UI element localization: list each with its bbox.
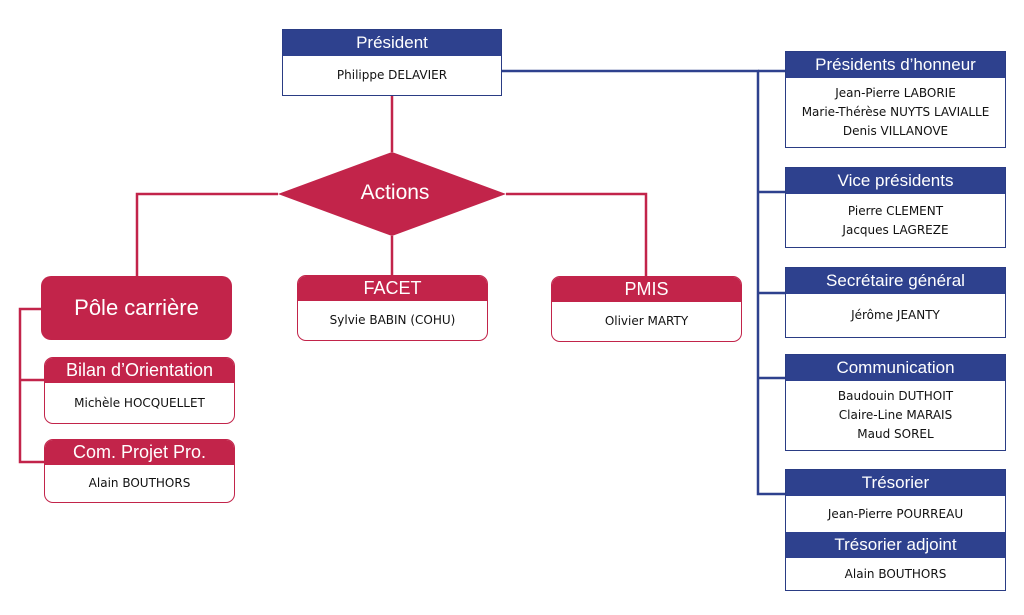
tresorier-name: Jean-Pierre POURREAU (827, 506, 964, 521)
president-box: Président Philippe DELAVIER (282, 29, 502, 96)
vice-presidents-name: Jacques LAGREZE (842, 222, 949, 237)
communication-name: Baudouin DUTHOIT (837, 389, 954, 403)
com-projet-title: Com. Projet Pro. (45, 440, 234, 465)
presidents-honneur-name: Denis VILLANOVE (842, 124, 949, 138)
pmis-title: PMIS (552, 277, 741, 302)
facet-box: FACET Sylvie BABIN (COHU) (297, 275, 488, 341)
presidents-honneur-name: Marie-Thérèse NUYTS LAVIALLE (801, 105, 990, 119)
pmis-box: PMIS Olivier MARTY (551, 276, 742, 342)
actions-diamond (278, 152, 506, 236)
bilan-orientation-title: Bilan d’Orientation (45, 358, 234, 383)
pmis-name: Olivier MARTY (604, 314, 689, 328)
president-title: Président (283, 30, 501, 56)
com-projet-box: Com. Projet Pro. Alain BOUTHORS (44, 439, 235, 503)
facet-name: Sylvie BABIN (COHU) (329, 313, 456, 327)
com-projet-name: Alain BOUTHORS (88, 476, 191, 490)
facet-title: FACET (298, 276, 487, 301)
communication-box: Communication Baudouin DUTHOIT Claire-Li… (785, 354, 1006, 451)
president-name: Philippe DELAVIER (336, 68, 448, 82)
tresorier-adjoint-name: Alain BOUTHORS (844, 566, 947, 581)
tresorier-box: Trésorier Jean-Pierre POURREAU Trésorier… (785, 469, 1006, 591)
vice-presidents-title: Vice présidents (786, 168, 1005, 194)
secretaire-name: Jérôme JEANTY (851, 308, 940, 322)
presidents-honneur-name: Jean-Pierre LABORIE (835, 86, 956, 100)
actions-label: Actions (360, 181, 430, 204)
bilan-orientation-name: Michèle HOCQUELLET (74, 395, 205, 410)
pole-carriere-box: Pôle carrière (41, 276, 232, 340)
presidents-honneur-title: Présidents d’honneur (786, 52, 1005, 78)
secretaire-title: Secrétaire général (786, 268, 1005, 294)
tresorier-adjoint-title: Trésorier adjoint (786, 532, 1005, 558)
vice-presidents-name: Pierre CLEMENT (847, 203, 944, 218)
communication-name: Maud SOREL (857, 427, 934, 441)
communication-name: Claire-Line MARAIS (838, 408, 953, 422)
presidents-honneur-box: Présidents d’honneur Jean-Pierre LABORIE… (785, 51, 1006, 148)
tresorier-title: Trésorier (786, 470, 1005, 496)
secretaire-box: Secrétaire général Jérôme JEANTY (785, 267, 1006, 338)
bilan-orientation-box: Bilan d’Orientation Michèle HOCQUELLET (44, 357, 235, 424)
vice-presidents-box: Vice présidents Pierre CLEMENT Jacques L… (785, 167, 1006, 248)
communication-title: Communication (786, 355, 1005, 381)
